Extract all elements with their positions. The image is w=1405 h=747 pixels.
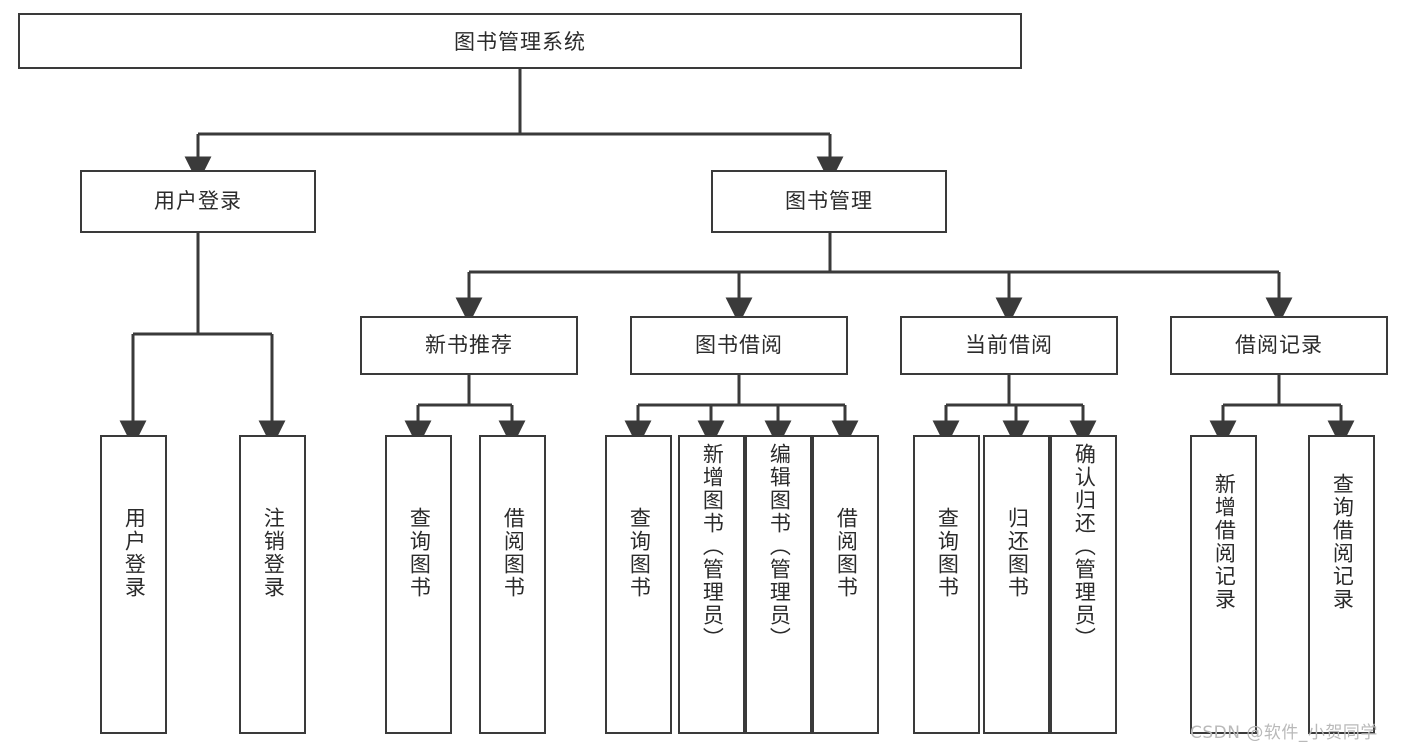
node-new-book-recommendation-label: 新书推荐 [425, 332, 513, 357]
node-book-management-label: 图书管理 [785, 188, 873, 213]
leaf-borrow-books-recommendation-label: 借阅图书 [501, 507, 526, 599]
node-current-borrowing[interactable]: 当前借阅 [900, 316, 1118, 375]
node-book-borrowing-label: 图书借阅 [695, 332, 783, 357]
leaf-query-books-recommendation[interactable]: 查询图书 [385, 435, 452, 734]
node-current-borrowing-label: 当前借阅 [965, 332, 1053, 357]
node-new-book-recommendation[interactable]: 新书推荐 [360, 316, 578, 375]
csdn-watermark-text: CSDN @软件_小贺同学 [1190, 723, 1378, 743]
leaf-return-books[interactable]: 归还图书 [983, 435, 1050, 734]
leaf-add-borrowing-record[interactable]: 新增借阅记录 [1190, 435, 1257, 734]
leaf-query-books-current-label: 查询图书 [935, 507, 960, 599]
node-user-login[interactable]: 用户登录 [80, 170, 316, 233]
leaf-user-logout-label: 注销登录 [261, 507, 286, 599]
leaf-add-book-admin[interactable]: 新增图书（管理员） [678, 435, 745, 734]
leaf-confirm-return-admin[interactable]: 确认归还（管理员） [1050, 435, 1117, 734]
leaf-query-books-borrowing-label: 查询图书 [627, 507, 652, 599]
node-root-label: 图书管理系统 [454, 30, 586, 54]
node-book-management[interactable]: 图书管理 [711, 170, 947, 233]
node-book-borrowing[interactable]: 图书借阅 [630, 316, 848, 375]
leaf-query-books-borrowing[interactable]: 查询图书 [605, 435, 672, 734]
node-borrowing-records-label: 借阅记录 [1235, 332, 1323, 357]
leaf-edit-book-admin[interactable]: 编辑图书（管理员） [745, 435, 812, 734]
leaf-borrow-books-borrowing[interactable]: 借阅图书 [812, 435, 879, 734]
csdn-watermark: CSDN @软件_小贺同学 [1190, 718, 1378, 743]
leaf-query-books-recommendation-label: 查询图书 [407, 507, 432, 599]
leaf-borrow-books-borrowing-label: 借阅图书 [834, 507, 859, 599]
leaf-add-book-admin-label: 新增图书（管理员） [700, 443, 725, 650]
leaf-query-borrowing-record[interactable]: 查询借阅记录 [1308, 435, 1375, 734]
leaf-user-login[interactable]: 用户登录 [100, 435, 167, 734]
node-user-login-label: 用户登录 [154, 188, 242, 213]
leaf-query-borrowing-record-label: 查询借阅记录 [1330, 473, 1355, 611]
node-root-system[interactable]: 图书管理系统 [18, 13, 1022, 69]
leaf-borrow-books-recommendation[interactable]: 借阅图书 [479, 435, 546, 734]
leaf-confirm-return-admin-label: 确认归还（管理员） [1072, 443, 1097, 650]
leaf-query-books-current[interactable]: 查询图书 [913, 435, 980, 734]
node-borrowing-records[interactable]: 借阅记录 [1170, 316, 1388, 375]
leaf-user-login-label: 用户登录 [122, 507, 147, 599]
leaf-return-books-label: 归还图书 [1005, 507, 1030, 599]
leaf-edit-book-admin-label: 编辑图书（管理员） [767, 443, 792, 650]
leaf-user-logout[interactable]: 注销登录 [239, 435, 306, 734]
leaf-add-borrowing-record-label: 新增借阅记录 [1212, 473, 1237, 611]
